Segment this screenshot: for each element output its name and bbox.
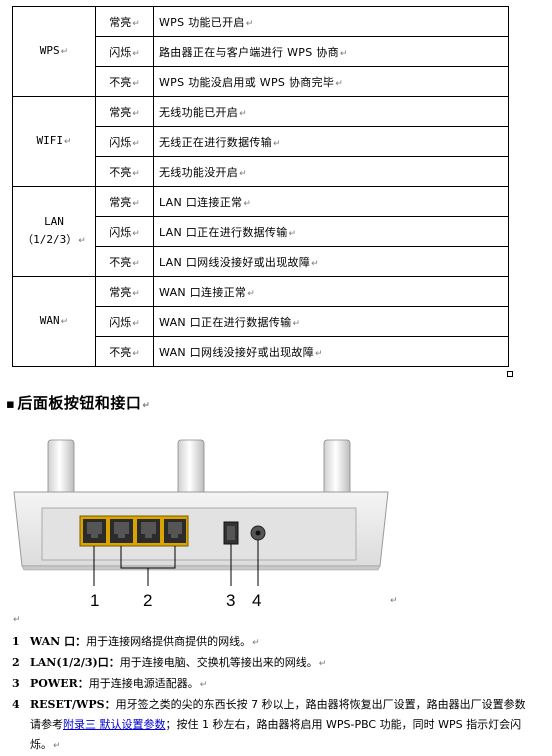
status-cell: 常亮↵ [95,6,154,37]
group-name: WPS↵ [12,6,96,97]
heading-title: 后面板按钮和接口 [17,394,142,412]
status-cell: 闪烁↵ [95,216,154,247]
router-rear-panel-figure: 1 2 3 4 [13,439,389,610]
status-cell: 不亮↵ [95,66,154,97]
table-row: 不亮↵ LAN 口网线没接好或出现故障↵ [13,246,509,277]
desc-cell: 路由器正在与客户端进行 WPS 协商↵ [153,36,509,67]
status-cell: 常亮↵ [95,96,154,127]
group-name: LAN（1/2/3）↵ [12,186,96,277]
status-cell: 不亮↵ [95,156,154,187]
table-row: 闪烁↵ LAN 口正在进行数据传输↵ [13,216,509,247]
desc-cell: LAN 口网线没接好或出现故障↵ [153,246,509,277]
table-row: WIFI↵ 常亮↵ 无线功能已开启↵ [12,96,509,187]
list-item: 3 POWER：用于连接电源适配器。↵ [12,677,208,690]
desc-cell: LAN 口连接正常↵ [153,186,509,217]
list-item: 1 WAN 口：用于连接网络提供商提供的网线。↵ [12,635,260,648]
desc-cell: WPS 功能已开启↵ [153,6,509,37]
desc-cell: WPS 功能没启用或 WPS 协商完毕↵ [153,66,509,97]
desc-cell: 无线功能没开启↵ [153,156,509,187]
blank-paragraph-mark: ↵ [13,615,21,625]
heading-bullet: ▪ [6,397,16,412]
callout-1: 1 [90,591,99,610]
status-cell: 闪烁↵ [95,306,154,337]
group-name: WAN↵ [12,276,96,367]
table-row: 闪烁↵ 路由器正在与客户端进行 WPS 协商↵ [13,36,509,67]
desc-cell: WAN 口连接正常↵ [153,276,509,307]
list-item: 2 LAN(1/2/3)口：用于连接电脑、交换机等接出来的网线。↵ [12,656,327,669]
router-body-edge [21,565,381,571]
desc-cell: 无线功能已开启↵ [153,96,509,127]
section-heading: ▪后面板按钮和接口↵ [6,394,151,412]
status-cell: 常亮↵ [95,186,154,217]
desc-cell: WAN 口网线没接好或出现故障↵ [153,336,509,367]
table-row: 不亮↵ WPS 功能没启用或 WPS 协商完毕↵ [13,66,509,97]
callout-4: 4 [252,591,261,610]
table-row: LAN（1/2/3）↵ 常亮↵ LAN 口连接正常↵ [12,186,509,277]
desc-cell: WAN 口正在进行数据传输↵ [153,306,509,337]
desc-cell: LAN 口正在进行数据传输↵ [153,216,509,247]
list-item: 4 RESET/WPS：用牙签之类的尖的东西长按 7 秒以上，路由器将恢复出厂设… [12,698,526,751]
callout-2: 2 [143,591,152,610]
status-cell: 不亮↵ [95,246,154,277]
callout-3: 3 [226,591,235,610]
lan-port-3 [164,519,186,543]
lan-port-2 [137,519,160,543]
table-resize-handle[interactable] [507,371,513,377]
status-cell: 常亮↵ [95,276,154,307]
status-cell: 不亮↵ [95,336,154,367]
lan-port-1 [110,519,133,543]
group-name: WIFI↵ [12,96,96,187]
table-row: WPS↵ 常亮↵ WPS 功能已开启↵ [12,6,509,97]
wan-port [83,519,106,543]
table-row: 不亮↵ WAN 口网线没接好或出现故障↵ [13,336,509,367]
status-cell: 闪烁↵ [95,126,154,157]
indicator-table: WPS↵ 常亮↵ WPS 功能已开启↵ 闪烁↵ 路由器正在与客户端进行 WPS … [12,6,509,367]
appendix-link[interactable]: 附录三 默认设置参数 [63,718,166,731]
figure-paragraph-mark: ↵ [390,596,398,606]
status-cell: 闪烁↵ [95,36,154,67]
desc-cell: 无线正在进行数据传输↵ [153,126,509,157]
port-description-list: 1 WAN 口：用于连接网络提供商提供的网线。↵ 2 LAN(1/2/3)口：用… [12,632,532,756]
table-row: WAN↵ 常亮↵ WAN 口连接正常↵ [12,276,509,367]
